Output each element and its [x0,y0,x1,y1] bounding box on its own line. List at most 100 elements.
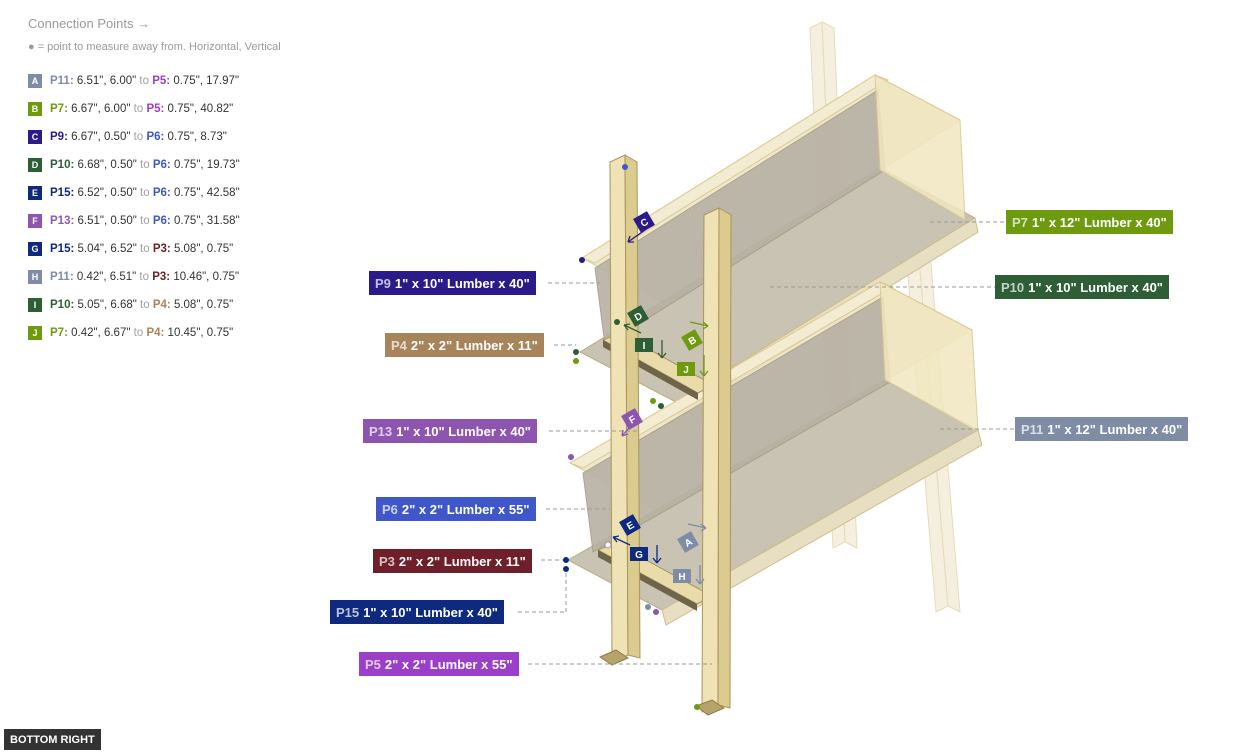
marker-b-box [681,329,703,351]
part-desc: 2" x 2" Lumber x 55" [401,501,530,517]
from-value: 5.05", 6.68" [77,299,137,311]
arrow-e [612,535,631,546]
marker-h: H [673,569,691,583]
part-desc: 1" x 10" Lumber x 40" [396,423,531,439]
marker-g: G [630,547,648,561]
from-part: P9: [50,131,68,143]
legend-title: Connection Points → [28,16,151,31]
marker-d: D [627,305,649,327]
to-word: to [140,159,150,171]
arrow-b [689,321,709,330]
part-id: P3 [379,553,395,569]
marker-a-box [677,531,699,553]
connection-badge: H [28,270,42,284]
from-part: P7: [50,103,68,115]
to-part: P6: [152,159,171,171]
marker-g-label: G [635,550,643,561]
point-p3-a [563,557,569,563]
point-p6-mid [604,541,612,549]
marker-i: I [635,338,653,352]
part-id: P4 [391,337,407,353]
part-id: P10 [1001,279,1025,295]
to-word: to [133,131,144,143]
to-value: 0.75", 31.58" [173,215,240,227]
to-word: to [140,215,150,227]
to-word: to [133,327,144,339]
marker-f: F [621,408,643,430]
from-part: P11: [50,271,74,283]
to-word: to [139,75,149,87]
marker-a: A [677,531,699,553]
part-id: P15 [336,604,360,620]
part-desc: 2" x 2" Lumber x 55" [384,656,513,672]
part-desc: 1" x 10" Lumber x 40" [363,604,498,620]
point-p13 [650,398,656,404]
connection-badge: J [28,326,42,340]
marker-d-box [627,305,649,327]
marker-c-box [633,211,655,233]
part-desc: 1" x 10" Lumber x 40" [394,275,530,291]
point-p15-b [653,609,659,615]
to-value: 0.75", 17.97" [173,75,240,87]
part-desc: 2" x 2" Lumber x 11" [410,337,538,353]
arrow-h-down [695,565,705,585]
marker-e-label: E [625,520,637,533]
arrow-a [687,523,707,532]
point-p4-b [573,358,579,364]
to-part: P4: [146,327,165,339]
connection-badge: D [28,158,42,172]
arrow-g-down [652,545,662,564]
view-bottom-right-button[interactable]: BOTTOM RIGHT [4,729,101,750]
part-id: P9 [375,275,391,291]
marker-g-box [630,547,648,561]
to-word: to [140,187,150,199]
from-part: P11: [50,75,74,87]
top-shelf-top-board [580,74,890,264]
marker-j: J [677,362,695,376]
to-part: P3: [152,271,171,283]
point-p3-b [563,566,569,572]
marker-e-box [619,514,641,536]
leader-lines [518,221,1015,665]
connection-badge: A [28,74,42,88]
marker-b: B [681,329,703,351]
from-value: 6.68", 0.50" [77,159,137,171]
to-part: P6: [152,187,171,199]
from-value: 6.51", 0.50" [77,215,137,227]
from-part: P15: [50,187,75,199]
front-leg-p5-side [717,207,732,709]
part-id: P11 [1021,421,1044,437]
part-desc: 1" x 12" Lumber x 40" [1047,421,1183,437]
legend-subtitle: ● = point to measure away from. Horizont… [28,41,281,53]
front-leg-p5-foot [694,699,726,716]
marker-f-label: F [627,414,638,427]
from-value: 6.67", 6.00" [71,103,131,115]
from-part: P10: [50,299,75,311]
to-value: 0.75", 8.73" [167,131,227,143]
to-part: P4: [152,299,171,311]
to-part: P5: [152,75,171,87]
connection-badge: C [28,130,42,144]
front-leg-p6-foot [598,649,630,666]
part-id: P7 [1012,214,1028,230]
marker-i-box [635,338,653,352]
connection-badge: F [28,214,42,228]
arrow-d [623,323,642,334]
to-value: 5.08", 0.75" [173,243,234,255]
point-p5-bottom [694,704,700,710]
to-part: P3: [152,243,171,255]
top-shelf-side-panel [874,74,966,221]
part-id: P13 [369,423,393,439]
